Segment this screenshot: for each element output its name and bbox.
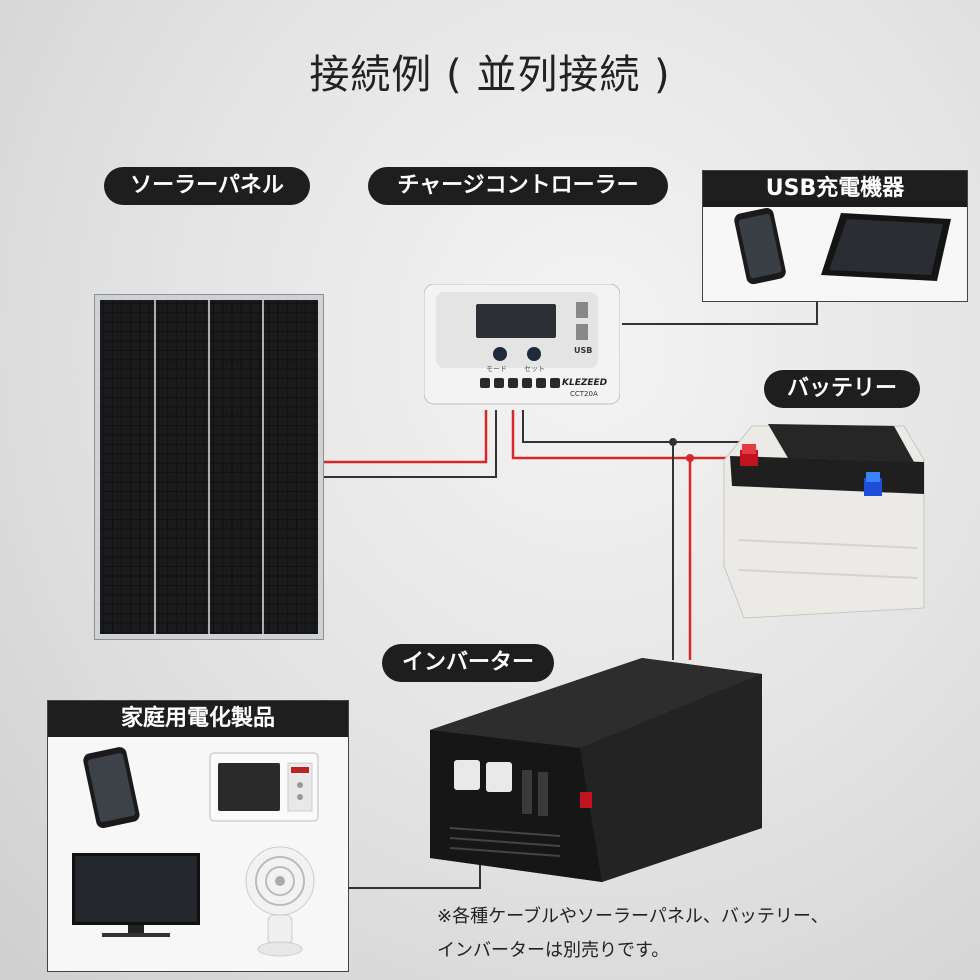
appliances-illustration [72, 747, 319, 957]
inverter-illustration [430, 658, 762, 882]
television-icon [72, 853, 200, 937]
label-solar-panel: ソーラーパネル [104, 167, 310, 205]
wire-battery-positive [511, 410, 747, 462]
label-charge-controller: チャージコントローラー [368, 167, 668, 205]
appliances-box: 家庭用電化製品 [47, 700, 349, 972]
usb-port-label: USB [574, 346, 593, 355]
wire-solar-positive [322, 410, 488, 464]
fan-icon [245, 846, 315, 957]
junction-positive [686, 454, 694, 462]
solar-panel-illustration [94, 294, 324, 640]
page-title: 接続例 ( 並列接続 ) [309, 52, 671, 98]
controller-model: CCT20A [570, 390, 598, 398]
wire-usb [622, 302, 818, 325]
label-battery: バッテリー [764, 370, 920, 408]
controller-brand: KLEZEED [562, 378, 608, 388]
label-inverter: インバーター [382, 644, 554, 682]
junction-negative [669, 438, 677, 446]
label-usb-devices: USB充電機器 [703, 171, 967, 207]
battery-illustration [723, 424, 925, 619]
smartphone-icon [734, 207, 786, 285]
charge-controller-illustration [423, 283, 621, 405]
mode-button-label: モード [486, 365, 507, 373]
footnote-line-2: インバーターは別売りです。 [437, 940, 670, 961]
smartphone-icon [83, 747, 140, 829]
wire-solar-negative [322, 410, 497, 478]
usb-devices-illustration [734, 207, 951, 285]
label-appliances: 家庭用電化製品 [48, 701, 348, 737]
tablet-icon [821, 213, 951, 281]
footnote: ※各種ケーブルやソーラーパネル、バッテリー、 インバーターは別売りです。 [437, 900, 977, 968]
set-button-label: セット [524, 365, 545, 373]
footnote-line-1: ※各種ケーブルやソーラーパネル、バッテリー、 [437, 906, 829, 927]
microwave-icon [209, 752, 319, 822]
charge-controller-device: USB モード セット KLEZEED CCT20A [423, 283, 621, 406]
usb-devices-box: USB充電機器 [702, 170, 968, 302]
